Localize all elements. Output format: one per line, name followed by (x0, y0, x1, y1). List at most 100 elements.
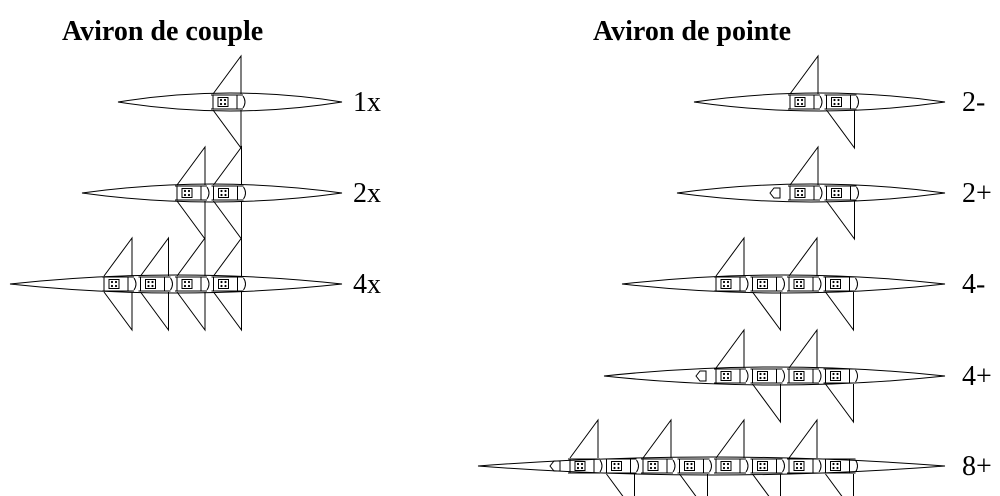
seat-wheel (722, 466, 726, 470)
seat-wheel (759, 462, 762, 466)
seat-wheel (836, 284, 839, 288)
seat-wheel (837, 102, 840, 106)
rower-seat (823, 458, 858, 474)
slide-box (757, 461, 768, 471)
slide-box (794, 97, 806, 107)
cox-seat (549, 460, 561, 472)
slide-box (181, 279, 193, 289)
oar-blade (212, 54, 242, 95)
seat-wheel (833, 98, 836, 102)
seat-wheel (110, 280, 114, 284)
rower-seat (641, 458, 676, 474)
seat-wheel (183, 193, 187, 197)
oar-port (788, 418, 818, 459)
seat-frame (604, 458, 637, 474)
seat-wheel (183, 280, 187, 284)
seat-wheel (617, 466, 620, 470)
foot-stretcher (745, 369, 749, 383)
rower-seat (750, 276, 785, 292)
seat-wheel (837, 98, 840, 102)
oar-starboard (752, 473, 781, 496)
boat-hull (621, 274, 946, 294)
seat-wheel (576, 466, 580, 470)
oar-starboard (606, 473, 635, 496)
seat-wheel (763, 376, 766, 380)
oar-starboard (752, 383, 781, 424)
foot-stretcher (206, 277, 210, 291)
foot-stretcher (855, 369, 858, 383)
oar-blade (103, 236, 133, 277)
oar-blade (752, 473, 781, 496)
foot-stretcher (636, 459, 639, 473)
seat-wheel (759, 372, 762, 376)
oar-port (789, 54, 819, 95)
foot-stretcher (782, 369, 785, 383)
seat-wheel (795, 466, 799, 470)
seat-wheel (722, 372, 726, 376)
rower-seat (714, 368, 749, 384)
slide-box (830, 461, 841, 471)
seat-wheel (580, 462, 584, 466)
oar-blade (826, 200, 855, 241)
oar-blade (140, 236, 169, 277)
oar-starboard (213, 200, 242, 241)
seat-frame (787, 276, 819, 292)
oar-port (140, 236, 169, 277)
seat-frame (823, 276, 856, 292)
seat-wheel (576, 462, 580, 466)
oar-blade (642, 418, 672, 459)
boat-label-8+: 8+ (962, 451, 992, 482)
seat-wheel (763, 466, 766, 470)
boat-hull (603, 366, 946, 386)
rower-seat (787, 368, 822, 384)
seat-wheel (187, 280, 191, 284)
boat-label-4-: 4- (962, 269, 985, 300)
boat-4-: 4- (621, 236, 985, 332)
rower-seat (788, 94, 823, 110)
oar-blade (715, 418, 745, 459)
seat-wheel (759, 466, 762, 470)
seat-wheel (187, 193, 191, 197)
oar-starboard (825, 473, 854, 496)
oar-blade (752, 383, 781, 424)
seat-wheel (796, 98, 800, 102)
seat-frame (788, 94, 820, 110)
rower-seat (211, 276, 246, 292)
seat-wheel (800, 102, 804, 106)
seat-wheel (833, 189, 836, 193)
oar-starboard (752, 291, 781, 332)
slide-box (217, 97, 229, 107)
oar-blade (176, 200, 206, 241)
slide-box (218, 279, 229, 289)
foot-stretcher (243, 186, 246, 200)
slide-box (830, 279, 841, 289)
seat-wheel (795, 462, 799, 466)
seat-wheel (147, 284, 150, 288)
foot-stretcher (133, 277, 137, 291)
slide-box (218, 188, 229, 198)
seat-wheel (799, 280, 803, 284)
boat-hull (81, 183, 343, 203)
seat-frame (568, 458, 600, 474)
seat-wheel (653, 466, 657, 470)
seat-wheel (800, 189, 804, 193)
seat-frame (714, 458, 746, 474)
seat-frame (788, 185, 820, 201)
seat-wheel (686, 466, 689, 470)
seat-wheel (617, 462, 620, 466)
slide-box (647, 461, 659, 471)
slide-box (720, 371, 732, 381)
boat-1x: 1x (117, 54, 381, 150)
rower-seat (211, 185, 246, 201)
seat-wheel (114, 280, 118, 284)
oar-blade (789, 145, 819, 186)
seat-frame (102, 276, 134, 292)
oar-port (715, 418, 745, 459)
seat-wheel (224, 189, 227, 193)
oar-starboard (826, 200, 855, 241)
seat-wheel (799, 372, 803, 376)
seat-wheel (220, 284, 223, 288)
seat-frame (714, 368, 746, 384)
oar-blade (752, 291, 781, 332)
rower-seat (788, 185, 823, 201)
